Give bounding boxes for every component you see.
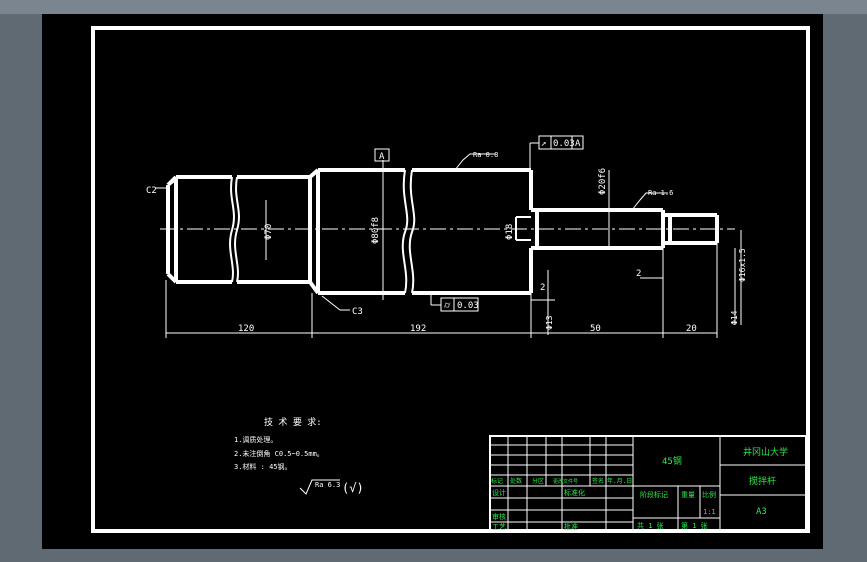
groove-2: 2: [540, 283, 545, 293]
runout-ref: A: [575, 139, 581, 149]
title-block: 45钢 井冈山大学 搅拌杆 A3 1:1 比例 重量 阶段标记 标记 处数 分区…: [489, 435, 807, 531]
dim-d13: Φ13: [545, 315, 554, 330]
scale-label: 比例: [702, 490, 716, 499]
dim-len-1: 120: [238, 324, 254, 334]
grid-label-6: 年.月.日: [607, 477, 632, 485]
datum-label: A: [379, 152, 385, 162]
dim-d20: Φ20f6: [598, 168, 608, 195]
dim-thread: Φ16x1.5: [738, 248, 747, 282]
part-name: 搅拌杆: [749, 475, 776, 487]
std-label: 标准化: [564, 488, 585, 497]
groove-1: 2: [636, 269, 641, 279]
dim-len-3: 50: [590, 324, 601, 334]
dim-d14: Φ14: [730, 310, 739, 325]
grid-label-2: 处数: [510, 477, 522, 485]
dim-len-4: 20: [686, 324, 697, 334]
roughness-tail: (√): [342, 481, 364, 495]
roughness-1: Ra 0.8: [473, 151, 498, 159]
grid-label-3: 分区: [532, 477, 544, 485]
process-label: 工艺: [492, 523, 506, 531]
check-label: 审核: [492, 512, 506, 521]
chamfer-left: C2: [146, 186, 157, 196]
grid-label-5: 签名: [592, 477, 604, 485]
tech-title: 技 术 要 求:: [264, 416, 322, 428]
tech-line-3: 3.材料 : 45钢。: [234, 462, 292, 471]
roughness-2: Ra 1.6: [648, 189, 673, 197]
stage-mark-label: 阶段标记: [640, 490, 668, 499]
dimension-lines: [165, 160, 742, 338]
drawing-no: A3: [756, 507, 767, 517]
approve-label: 批准: [564, 522, 578, 531]
dim-len-2: 192: [410, 324, 426, 334]
scale-value: 1:1: [703, 508, 716, 516]
sheet-total: 共 1 张: [637, 521, 664, 530]
tech-line-1: 1.调质处理。: [234, 435, 277, 444]
drawing-border: [91, 26, 810, 533]
top-bar: [0, 0, 867, 14]
grid-label-1: 标记: [491, 477, 503, 485]
roughness-note: Ra 6.3: [315, 481, 340, 489]
design-label: 设计: [492, 488, 506, 497]
cyl-symbol: ⌭: [444, 301, 451, 311]
dim-d18: Φ18: [505, 224, 515, 240]
sheet-no: 第 1 张: [681, 521, 708, 530]
chamfer-mid: C3: [352, 307, 363, 317]
runout-symbol: ↗: [541, 139, 546, 149]
dimension-text: 120 192 50 20 Φ70 Φ80f8 Φ18 Φ20f6 Φ16x1.…: [146, 139, 747, 334]
shaft-outline: [166, 168, 719, 295]
cyl-value: 0.03: [457, 301, 479, 311]
drawing-canvas: [42, 14, 823, 549]
dim-d80: Φ80f8: [371, 217, 381, 244]
runout-value: 0.03: [553, 139, 575, 149]
grid-label-4: 更改文件号: [553, 478, 578, 485]
tech-line-2: 2.未注倒角 C0.5~0.5mm。: [234, 449, 324, 458]
school-name: 井冈山大学: [743, 446, 788, 458]
tolerance-frames: [155, 135, 668, 312]
dim-d70: Φ70: [264, 224, 274, 240]
tech-requirements: 技 术 要 求: 1.调质处理。 2.未注倒角 C0.5~0.5mm。 3.材料…: [234, 416, 364, 495]
weight-label: 重量: [681, 491, 695, 499]
material: 45钢: [662, 455, 682, 467]
